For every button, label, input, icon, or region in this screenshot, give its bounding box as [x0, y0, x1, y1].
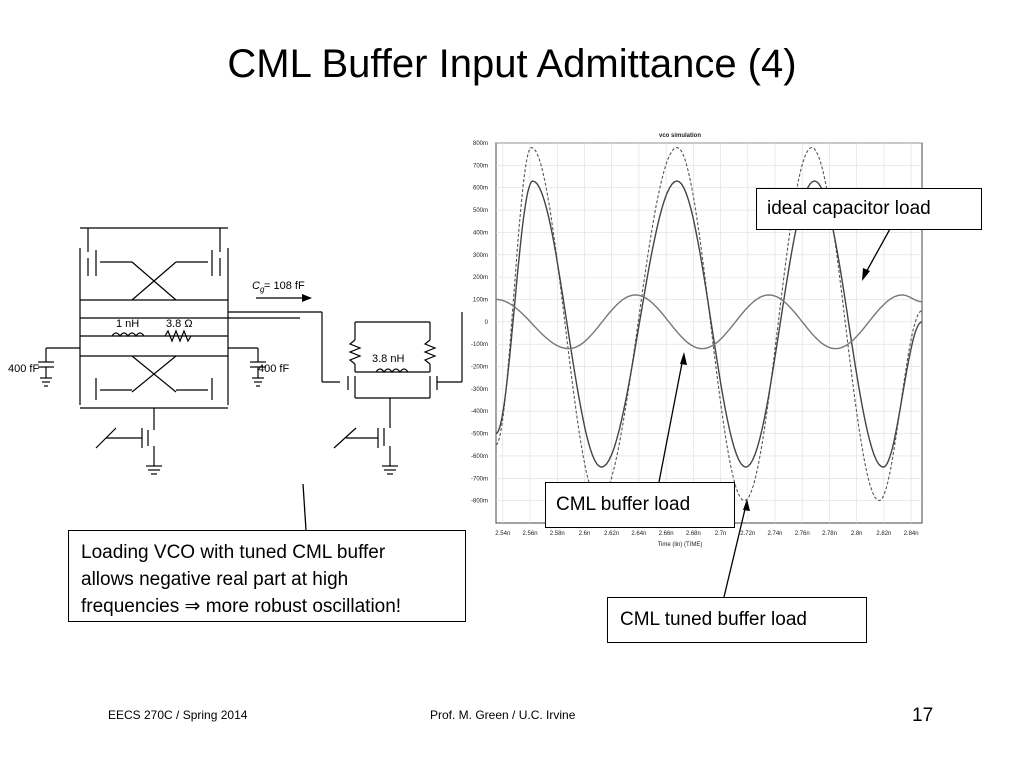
- arrow-note: [302, 483, 307, 531]
- callout-ideal-capacitor-load: ideal capacitor load: [756, 188, 982, 230]
- y-tick-label: 200m: [473, 275, 488, 281]
- resistor-label: 3.8 Ω: [166, 318, 193, 330]
- x-tick-label: 2.76n: [795, 531, 810, 537]
- y-tick-label: 400m: [473, 230, 488, 236]
- y-tick-label: -400m: [471, 409, 488, 415]
- buffer-inductor-label: 3.8 nH: [372, 353, 404, 365]
- note-line-3-start: frequencies: [81, 596, 185, 617]
- y-tick-label: -800m: [471, 499, 488, 505]
- x-tick-label: 2.54n: [495, 531, 510, 537]
- x-tick-label: 2.7n: [715, 531, 727, 537]
- x-tick-label: 2.82n: [876, 531, 891, 537]
- y-tick-label: 600m: [473, 186, 488, 192]
- left-cap-label: 400 fF: [8, 363, 39, 375]
- y-tick-label: -200m: [471, 365, 488, 371]
- y-tick-label: -300m: [471, 387, 488, 393]
- y-tick-label: 0: [485, 320, 489, 326]
- y-tick-label: -700m: [471, 476, 488, 482]
- arrow-cml-buffer: [658, 357, 684, 483]
- x-tick-label: 2.6n: [579, 531, 591, 537]
- footer-author: Prof. M. Green / U.C. Irvine: [430, 708, 576, 722]
- callout-note: Loading VCO with tuned CML buffer allows…: [68, 530, 466, 622]
- implies-arrow-icon: ⇒: [184, 596, 201, 617]
- page-number: 17: [912, 705, 934, 726]
- callout-cml-tuned-buffer-load: CML tuned buffer load: [607, 597, 867, 643]
- plot-title: vco simulation: [659, 133, 701, 139]
- cg-label-subscript: g: [260, 285, 265, 294]
- x-tick-label: 2.66n: [659, 531, 674, 537]
- footer-course: EECS 270C / Spring 2014: [108, 708, 248, 722]
- slide-title: CML Buffer Input Admittance (4): [227, 42, 797, 86]
- x-tick-label: 2.84n: [904, 531, 919, 537]
- x-tick-label: 2.78n: [822, 531, 837, 537]
- note-line-3: frequencies ⇒ more robust oscillation!: [81, 593, 465, 620]
- x-tick-label: 2.68n: [686, 531, 701, 537]
- right-cap-label: 400 fF: [258, 363, 289, 375]
- callout-cml-buffer-load: CML buffer load: [545, 482, 735, 528]
- y-tick-label: 300m: [473, 253, 488, 259]
- note-line-1: Loading VCO with tuned CML buffer: [81, 542, 386, 563]
- series-line-solid-dark: [495, 180, 923, 468]
- note-line-3-end: more robust oscillation!: [200, 596, 402, 617]
- y-tick-label: -100m: [471, 342, 488, 348]
- series-line-solid-light: [495, 294, 922, 350]
- x-tick-label: 2.58n: [550, 531, 565, 537]
- x-tick-label: 2.8n: [851, 531, 863, 537]
- y-tick-label: 800m: [473, 141, 488, 147]
- note-line-2: allows negative real part at high: [81, 569, 349, 590]
- x-tick-label: 2.74n: [768, 531, 783, 537]
- y-tick-label: 700m: [473, 163, 488, 169]
- arrow-ideal-cap: [863, 228, 891, 277]
- x-tick-label: 2.72n: [740, 531, 755, 537]
- y-tick-label: 100m: [473, 297, 488, 303]
- x-tick-label: 2.62n: [604, 531, 619, 537]
- cg-label-value: = 108 fF: [264, 280, 305, 292]
- y-tick-label: -600m: [471, 454, 488, 460]
- y-tick-label: 500m: [473, 208, 488, 214]
- inductor-label: 1 nH: [116, 318, 139, 330]
- vco-schematic: 1 nH 3.8 Ω 400 fF 400 fF C g = 108 fF 3.…: [8, 227, 463, 475]
- x-tick-label: 2.56n: [523, 531, 538, 537]
- x-axis-label: Time (lin) (TIME): [658, 542, 703, 548]
- arrow-cml-tuned: [723, 504, 747, 598]
- y-tick-label: -500m: [471, 432, 488, 438]
- x-tick-label: 2.64n: [631, 531, 646, 537]
- cg-label-prefix: C: [252, 280, 260, 292]
